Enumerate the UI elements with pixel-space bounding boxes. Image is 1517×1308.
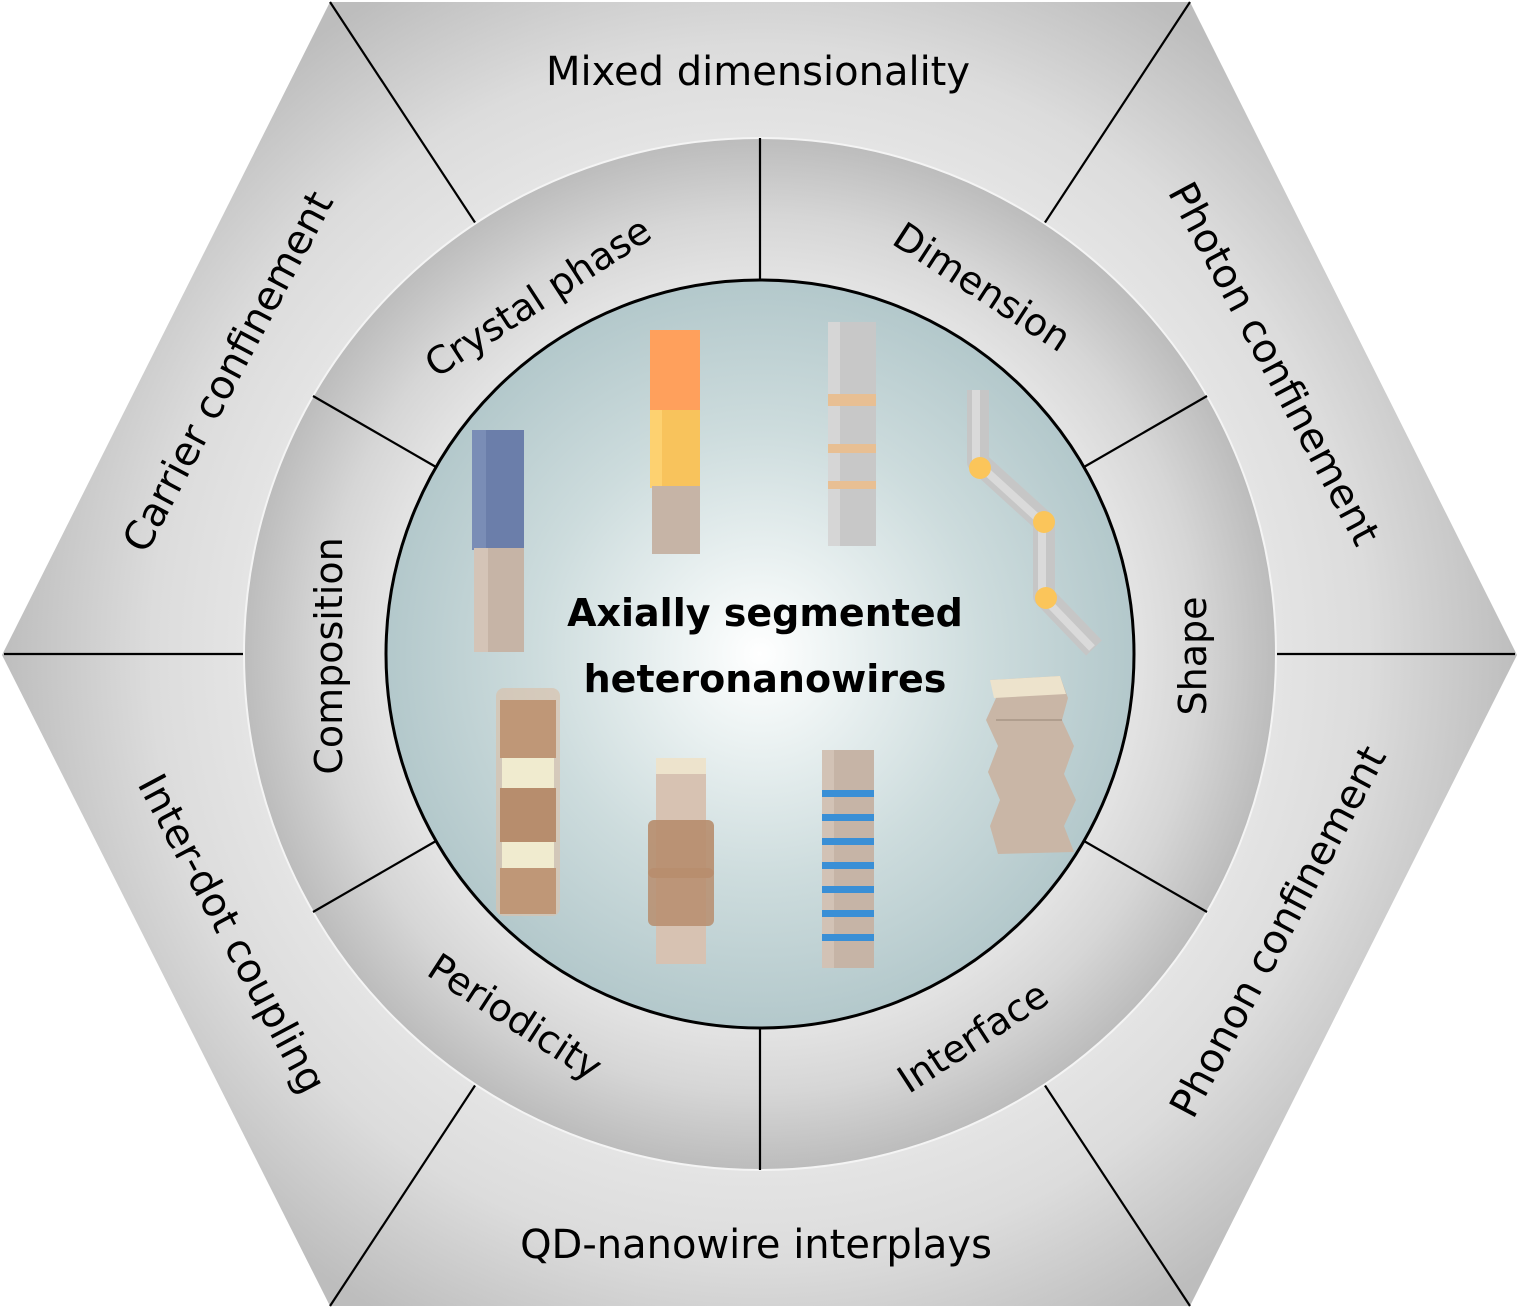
divider-line [312, 840, 437, 913]
label-shape: Shape [1171, 597, 1215, 716]
interface-nanowire [822, 750, 874, 968]
center-title-line2: heteronanowires [584, 657, 947, 701]
dimension-nanowire [828, 322, 876, 546]
crystal-phase-nanowire [650, 330, 700, 554]
divider-line [1083, 395, 1208, 468]
periodicity-nanowire [496, 688, 560, 916]
outer-dividers [4, 1, 1515, 1307]
middle-dividers [312, 138, 1208, 1170]
zigzag-nanowire [986, 676, 1076, 854]
divider-line [329, 1083, 477, 1307]
label-composition: Composition [307, 537, 351, 774]
divider-line [1083, 840, 1208, 913]
divider-line [312, 395, 437, 468]
divider-line [329, 1, 477, 225]
nanowire-illustrations [472, 322, 1102, 968]
core-circle [384, 278, 1136, 1030]
shape-nanowire [967, 390, 1102, 656]
label-mixed-dimensionality: Mixed dimensionality [546, 49, 970, 95]
dots-nanowire [648, 758, 714, 964]
label-qd-nanowire-interplays: QD-nanowire interplays [520, 1222, 992, 1268]
center-title: Axially segmented heteronanowires [567, 591, 963, 701]
center-title-line1: Axially segmented [567, 591, 963, 635]
divider-line [1043, 1083, 1191, 1307]
composition-nanowire [472, 430, 524, 652]
divider-line [1043, 1, 1191, 225]
